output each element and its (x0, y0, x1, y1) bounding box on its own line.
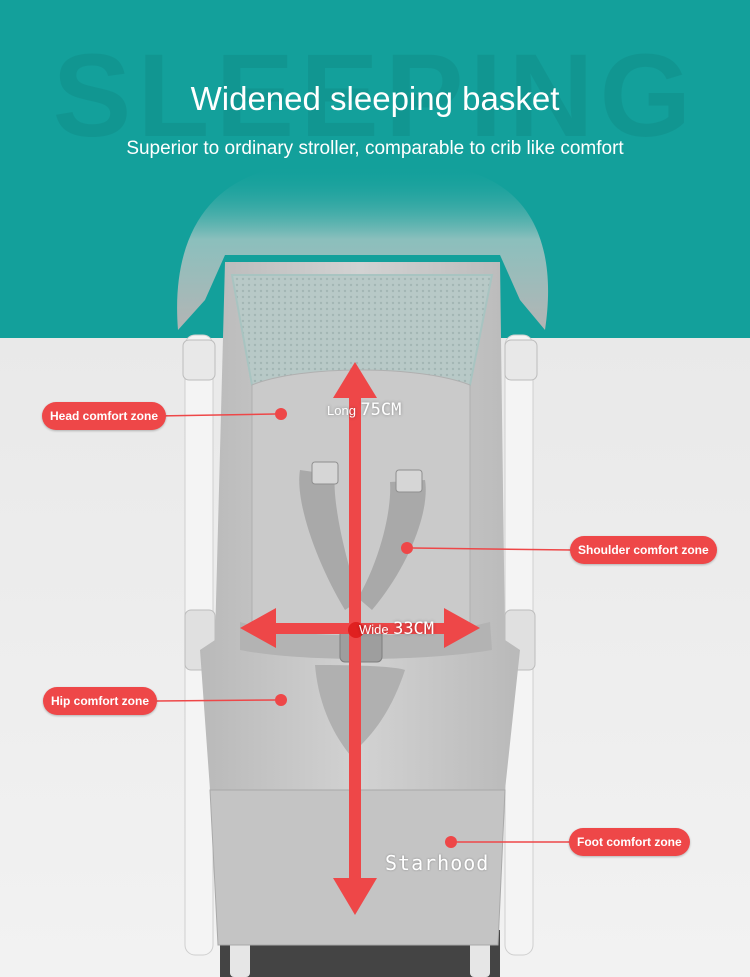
watermark-text: SLEEPING (52, 30, 698, 162)
page-subtitle: Superior to ordinary stroller, comparabl… (126, 138, 624, 159)
canopy (177, 165, 549, 330)
width-label: Wide (359, 622, 389, 637)
page-title: Widened sleeping basket (190, 80, 560, 117)
zone-markers (155, 408, 573, 848)
width-value: 33CM (393, 619, 435, 639)
length-label: Long (327, 403, 356, 418)
width-dimension: Wide 33CM (359, 619, 434, 639)
length-dimension: Long 75CM (327, 400, 401, 420)
length-value: 75CM (360, 400, 402, 420)
shoulder-zone-label: Shoulder comfort zone (570, 536, 717, 564)
head-zone-label: Head comfort zone (42, 402, 167, 430)
foot-zone-label: Foot comfort zone (569, 828, 690, 856)
hip-zone-label: Hip comfort zone (43, 687, 157, 715)
center-marker (348, 622, 364, 638)
brand-name: Starhood (385, 851, 490, 875)
